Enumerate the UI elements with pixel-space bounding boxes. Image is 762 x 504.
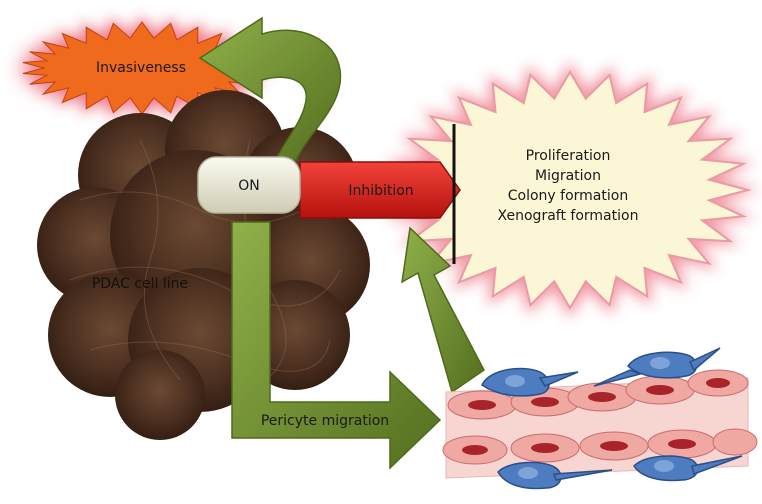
effect-label: Xenograft formation (498, 208, 639, 224)
blood-vessel (442, 369, 758, 479)
pericyte-arrow (231, 221, 442, 470)
on-label: ON (238, 178, 260, 194)
inhibition-label: Inhibition (348, 183, 413, 199)
effect-label: Colony formation (508, 188, 628, 204)
pericyte-migration-label: Pericyte migration (261, 413, 389, 429)
invasiveness-label: Invasiveness (96, 60, 186, 76)
pericyte-feedback-arrow (401, 226, 485, 394)
effect-label: Proliferation (526, 148, 611, 164)
on-switch (197, 156, 301, 214)
effects-burst (380, 62, 760, 318)
pericytes (481, 347, 743, 490)
invasiveness-arrow (198, 16, 342, 161)
pdac-tissue (37, 90, 370, 440)
inhibition-block (299, 124, 461, 264)
effect-label: Migration (535, 168, 601, 184)
pdac-label: PDAC cell line (92, 276, 188, 292)
